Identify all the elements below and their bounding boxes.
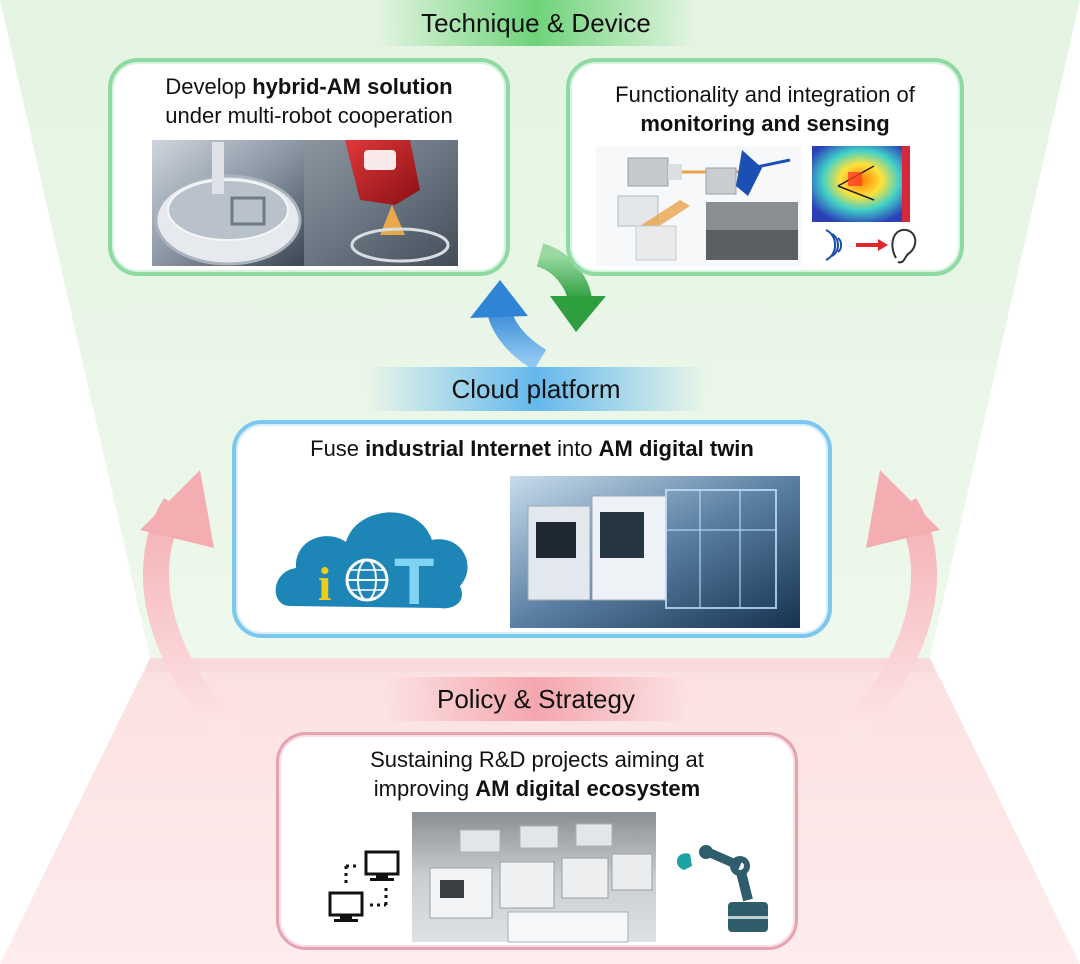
section-label-cloud-platform: Cloud platform [366,367,706,411]
monitoring-caption: Functionality and integration of monitor… [570,80,960,138]
policy-prefix: improving [373,776,476,801]
cloud-prefix: Fuse [310,436,366,461]
section-label-policy-strategy: Policy & Strategy [386,677,686,721]
hybrid-am-prefix: Develop [165,74,253,99]
policy-bold: AM digital ecosystem [475,776,701,801]
cloud-platform-caption: Fuse industrial Internet into AM digital… [236,434,828,463]
hybrid-am-line2: under multi-robot cooperation [165,103,453,128]
cloud-mid: into [550,436,599,461]
policy-caption: Sustaining R&D projects aiming at improv… [279,745,795,803]
hybrid-am-bold: hybrid-AM solution [252,74,453,99]
policy-line1: Sustaining R&D projects aiming at [370,747,704,772]
monitoring-box: Functionality and integration of monitor… [566,58,964,276]
policy-box: Sustaining R&D projects aiming at improv… [276,732,798,950]
monitoring-bold: monitoring and sensing [640,111,890,136]
cloud-bold-2: AM digital twin [598,436,754,461]
hybrid-am-caption: Develop hybrid-AM solution under multi-r… [112,72,506,130]
cloud-bold-1: industrial Internet [365,436,551,461]
hybrid-am-box: Develop hybrid-AM solution under multi-r… [108,58,510,276]
monitoring-line1: Functionality and integration of [615,82,915,107]
cloud-platform-box: Fuse industrial Internet into AM digital… [232,420,832,638]
section-label-technique-device: Technique & Device [376,0,696,46]
